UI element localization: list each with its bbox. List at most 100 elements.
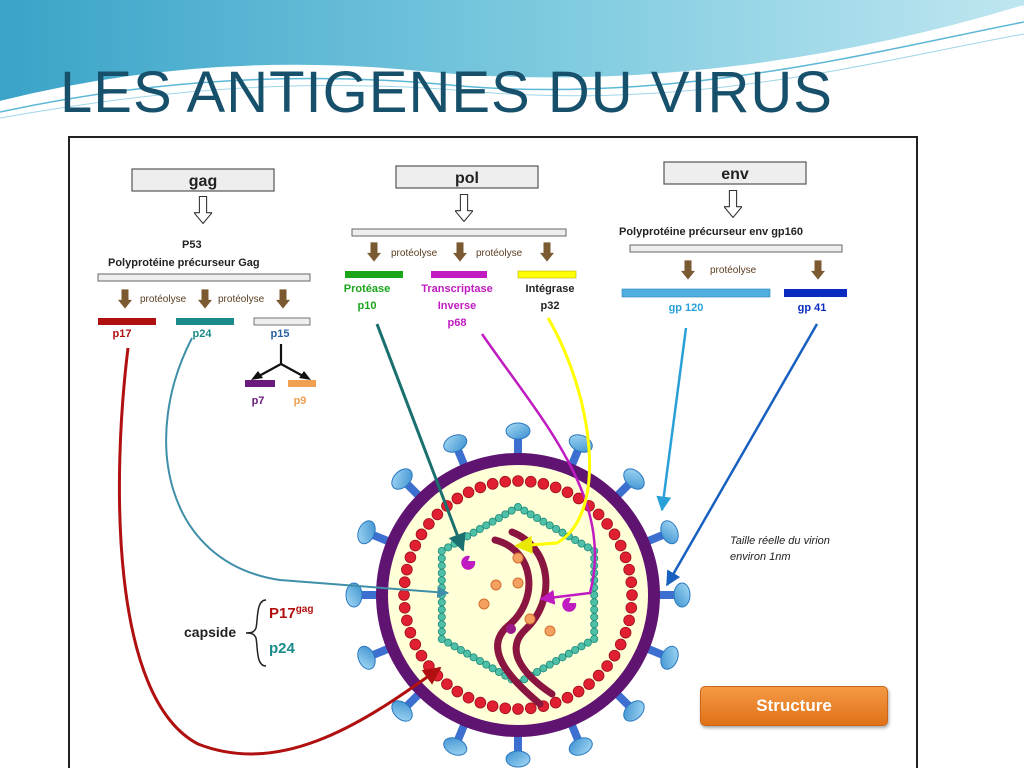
p24-capsid-bead [577,539,586,548]
p24-capsid-bead [437,554,446,563]
p17-matrix-bead [499,702,512,715]
rt-label-line1: Transcriptase [421,283,493,295]
rt-label-line2: Inverse [438,300,477,312]
p17-matrix-bead [583,678,595,690]
capside-p24: p24 [269,640,296,657]
pol-proteolysis-arrow-2 [453,242,467,262]
p17-matrix-bead [404,626,417,639]
p24-capsid-bead [501,510,510,519]
p17-matrix-bead [626,589,638,601]
p24-capsid-bead [507,506,516,515]
gp120-spike-head [623,468,645,490]
p17-matrix-bead [474,481,487,494]
p24-capsid-bead [437,561,446,570]
gp120-to-spike-arrow [656,327,688,512]
gp120-spike-head [660,645,679,670]
p24-capsid-bead [488,517,497,526]
p24-capsid-bead [526,510,535,519]
p24-capsid-bead [590,605,599,614]
slide-wave-background [0,0,1024,119]
integrase-bar [517,270,577,279]
p24-capsid-bead [533,668,542,677]
gag-transcription-arrow [194,196,212,224]
gag-p53-label: P53 [182,239,202,251]
protease-p10-label: p10 [358,300,377,312]
p24-capsid-bead [590,627,599,636]
p15-bar [253,317,311,326]
gp120-spike-head [391,468,413,490]
capside-p17: P17gag [269,604,313,622]
gp120-spike-head [673,582,691,608]
p24-capsid-bead [520,675,529,684]
p24-capsid-bead [545,521,554,530]
p17-matrix-bead [592,669,605,682]
p17-matrix-bead [623,614,635,627]
p17-matrix-bead [619,626,632,639]
env-proteolysis-label: protéolyse [710,265,757,276]
p17-matrix-bead [512,475,524,487]
p17-matrix-bead [398,601,411,614]
p24-capsid-bead [533,513,542,522]
gp120-spike-head [357,645,376,670]
p24-capsid-bead [494,513,503,522]
integrase-label: Intégrase [526,283,575,295]
p17-matrix-bead [625,601,638,614]
gp120-spike-head [505,422,531,440]
p24-capsid-bead [469,528,478,537]
p17-matrix-bead [549,696,562,709]
pol-transcription-arrow [455,194,473,222]
pol-polyprotein-bar [351,228,567,237]
virion [345,422,691,768]
p24-capsid-bead [437,627,446,636]
p24-capsid-bead [590,590,599,599]
p17-matrix-bead [462,486,475,499]
gp120-spike-head [568,434,593,453]
gene-box-pol [395,165,539,189]
p24-capsid-bead [475,524,484,533]
p24-capsid-bead [577,642,586,651]
matrix-region [388,465,648,725]
p24-capsid-bead [564,649,573,658]
p24-capsid-bead [552,657,561,666]
gene-box-gag [131,168,275,192]
gene-box-env [663,161,807,185]
p17-matrix-bead [486,700,499,712]
gp120-spike-head [443,434,468,453]
envelope-spikes [345,422,691,768]
gp41-to-spike-arrow [665,323,819,587]
p24-label: p24 [193,328,213,340]
p17-matrix-bead [524,475,537,488]
p17-matrix-bead [601,660,613,672]
p9-bar [288,380,316,387]
gp41-label: gp 41 [798,302,827,314]
gp120-spike-head [357,520,376,545]
p17-matrix-bead [625,576,638,589]
p17-label: p17 [113,328,132,340]
p15-split-arrowhead-left [251,371,263,380]
p15-split-arrows [258,344,304,377]
p17-matrix-bead [401,563,413,576]
p24-capsid-bead [482,521,491,530]
protease-to-virion-arrow [375,323,466,552]
p24-capsid-bead [450,642,459,651]
env-proteolysis-arrow-2 [811,260,825,280]
p24-capsid-bead [437,546,446,555]
p17-matrix-bead [474,696,487,709]
p17-matrix-bead [549,481,562,494]
pol-proteolysis-arrow-1 [367,242,381,262]
p24-capsid-bead [590,620,599,629]
gp120-spike-head [660,520,679,545]
p24-capsid-bead [583,638,592,647]
p17-matrix-bead [623,563,635,576]
p17-matrix-bead [398,589,410,601]
structure-button[interactable]: Structure [700,686,888,726]
p7-label: p7 [252,395,265,407]
gene-label-gag: gag [189,173,217,190]
p17-matrix-bead [614,539,627,552]
virion-size-note-line1: Taille réelle du virion [730,535,830,547]
gag-polyprotein-label: Polyprotéine précurseur Gag [108,257,260,269]
p17-matrix-bead [462,691,475,704]
p17-matrix-bead [415,649,428,662]
gag-proteolysis-arrow-2 [198,289,212,309]
pol-proteolysis-label-2: protéolyse [476,248,523,259]
